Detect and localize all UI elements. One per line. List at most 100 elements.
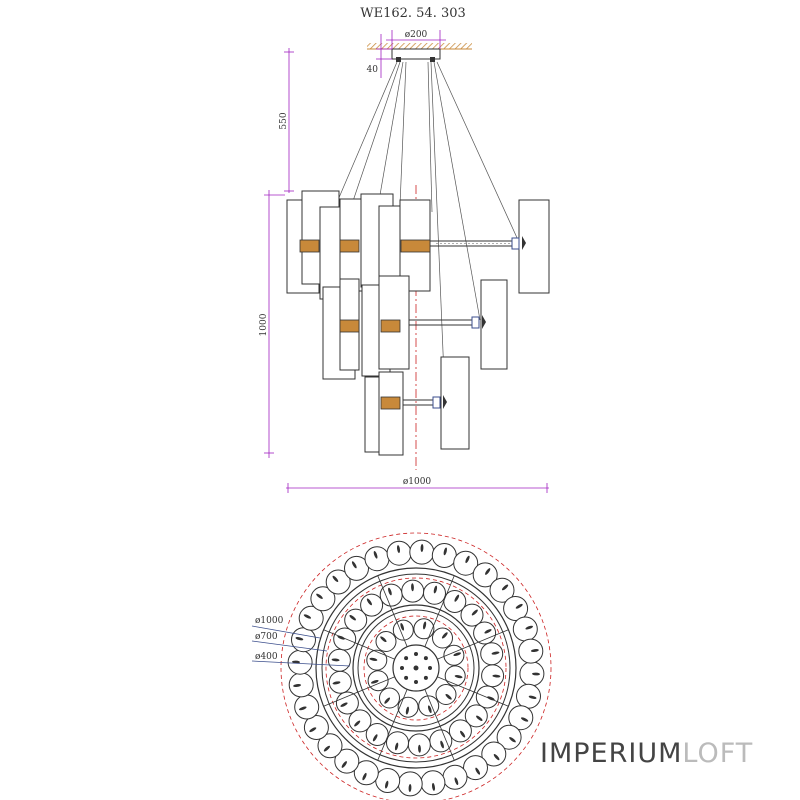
bulb-icon (418, 744, 421, 753)
frame-spoke (437, 676, 509, 707)
bulb-icon (476, 715, 483, 722)
crystal-discs (287, 539, 545, 797)
bulb-icon (471, 609, 478, 616)
bulb-icon (331, 658, 340, 662)
bulb-icon (323, 745, 331, 752)
outer-crystal-disc (287, 649, 313, 675)
brand-logo: IMPERIUMLOFT (540, 738, 753, 769)
outer-crystal-disc (325, 569, 351, 595)
bulb-icon (440, 740, 444, 749)
canopy-mount-right (430, 57, 435, 62)
bulb-icon (366, 598, 372, 606)
bulb-icon (454, 675, 463, 679)
bulb-icon (423, 621, 427, 630)
frame-spokes (323, 575, 509, 761)
bulb-icon (362, 772, 367, 781)
bulb-icon (354, 720, 361, 727)
hub-fixing (414, 680, 418, 684)
bulb-icon (373, 551, 378, 559)
inner-ring-band-outer (352, 604, 480, 732)
outer-crystal-disc (294, 694, 320, 720)
outer-crystal-disc (344, 555, 369, 581)
bulb-icon (493, 753, 500, 761)
bulb-icon (411, 583, 414, 592)
outer-ring-label: ø1000 (255, 616, 284, 626)
hub-fixings (400, 652, 432, 684)
bulb-icon (309, 727, 317, 733)
bulb-icon (408, 784, 412, 792)
tier-2-panels (322, 275, 508, 380)
suspension-height-dimension: 550 (279, 48, 294, 193)
tier-3-arm (403, 395, 447, 409)
bulb-icon (530, 648, 539, 653)
outer-crystal-disc (420, 770, 446, 796)
bulb-icon (443, 547, 447, 556)
bulb-icon (405, 706, 409, 715)
hub-fixing (414, 652, 418, 656)
outer-crystal-disc (512, 616, 538, 642)
bulb-icon (454, 594, 460, 602)
tier-3-panels (364, 356, 470, 456)
body-height-dimension: 1000 (259, 190, 285, 458)
outer-crystal-disc (364, 546, 390, 572)
ceiling-hatch (367, 43, 472, 50)
outer-crystal-disc (516, 683, 541, 709)
bulb-icon (441, 632, 448, 639)
bulb-icon (433, 585, 438, 594)
suspension-cables (337, 61, 519, 401)
bulb-icon (427, 705, 432, 714)
bulb-icon (293, 683, 302, 688)
bulb-icon (492, 674, 501, 678)
middle-ring-outline (325, 577, 507, 759)
outer-crystal-disc (288, 672, 314, 698)
bulb-icon (332, 575, 339, 583)
bulb-icon (303, 614, 312, 619)
inner-ring-label: ø400 (255, 652, 278, 662)
outer-crystal-disc (317, 733, 343, 759)
middle-ring-label: ø700 (255, 632, 278, 642)
bulb-icon (532, 672, 540, 676)
bulb-icon (380, 636, 387, 643)
bulb-icon (332, 681, 341, 685)
bulb-icon (465, 555, 470, 564)
bulb-icon (369, 657, 378, 661)
bulb-icon (394, 742, 399, 751)
bulb-icon (431, 782, 436, 791)
bulb-icon (372, 734, 378, 742)
outer-crystal-disc (489, 577, 515, 603)
outer-crystal-disc (375, 768, 401, 793)
frame-spoke (424, 575, 455, 647)
outer-crystal-disc (508, 705, 534, 731)
frame-spoke (424, 689, 455, 761)
bulb-icon (509, 737, 516, 743)
frame-spoke (377, 575, 408, 647)
frame-spoke (377, 689, 408, 761)
middle-ring-band-inner (321, 573, 511, 763)
outer-crystal-disc (431, 543, 457, 568)
bulb-icon (316, 593, 323, 599)
bulb-icon (351, 561, 357, 569)
hub-fixing (423, 675, 428, 680)
outer-crystal-disc (298, 605, 324, 631)
bulb-icon (491, 651, 500, 655)
bulb-icon (485, 568, 491, 575)
body-height-label: 1000 (259, 313, 269, 336)
outer-crystal-disc (334, 748, 360, 774)
plan-view: ø1000 ø700 ø400 (251, 532, 552, 800)
frame-spoke (437, 629, 509, 660)
bulb-icon (340, 702, 348, 707)
bulb-icon (520, 717, 529, 722)
bulb-icon (475, 767, 481, 775)
bulb-icon (292, 660, 300, 664)
bulb-icon (445, 693, 452, 700)
overall-diameter-dimension: ø1000 (286, 477, 549, 493)
inner-ring-band-inner (357, 609, 475, 727)
suspension-height-label: 550 (279, 112, 289, 129)
outer-crystal-disc (442, 764, 468, 790)
outer-crystal-disc (353, 760, 379, 786)
outer-crystal-disc (310, 586, 336, 612)
bulb-icon (453, 652, 462, 657)
tier-2-arm (409, 315, 486, 329)
